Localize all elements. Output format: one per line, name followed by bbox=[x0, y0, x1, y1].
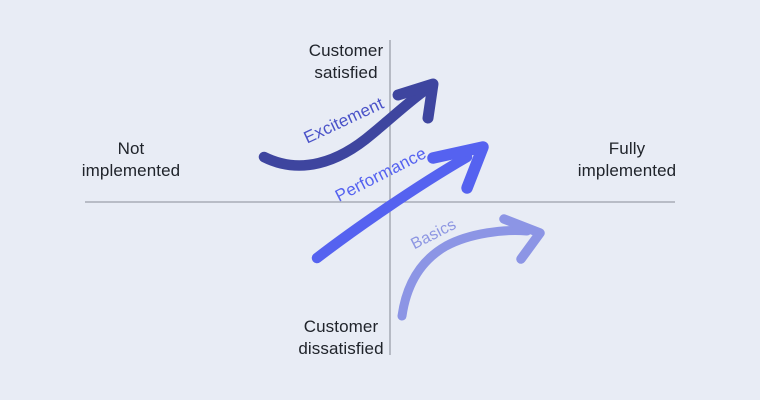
label-not-implemented: Not implemented bbox=[61, 138, 201, 182]
label-line: dissatisfied bbox=[298, 339, 384, 358]
label-line: Customer bbox=[308, 41, 384, 60]
performance-arrow-shaft bbox=[311, 151, 473, 264]
basics-arrow-shaft bbox=[397, 226, 532, 321]
label-customer-satisfied: Customer satisfied bbox=[276, 40, 416, 84]
label-fully-implemented: Fully implemented bbox=[557, 138, 697, 182]
label-line: satisfied bbox=[314, 63, 378, 82]
excitement-arrow bbox=[258, 78, 439, 171]
label-line: Customer bbox=[303, 317, 379, 336]
performance-arrow-head bbox=[427, 141, 489, 194]
label-line: Fully bbox=[608, 139, 646, 158]
basics-arrow-head bbox=[499, 214, 545, 264]
label-line: implemented bbox=[577, 161, 677, 180]
basics-arrow bbox=[397, 214, 545, 321]
performance-arrow bbox=[311, 141, 489, 264]
label-customer-dissatisfied: Customer dissatisfied bbox=[271, 316, 411, 360]
label-line: implemented bbox=[81, 161, 181, 180]
label-line: Not bbox=[117, 139, 145, 158]
excitement-arrow-head bbox=[392, 78, 439, 124]
excitement-arrow-shaft bbox=[258, 85, 430, 171]
